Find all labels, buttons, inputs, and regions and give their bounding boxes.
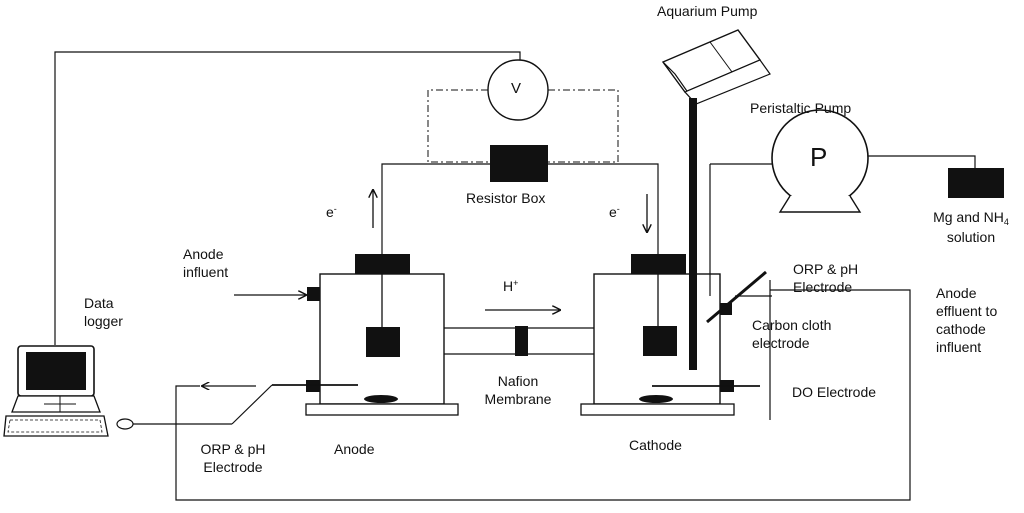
electron-symbol: e — [326, 204, 334, 220]
cathode-orp-port — [720, 303, 732, 315]
cathode-orp-ph-label: ORP & pH Electrode — [793, 260, 858, 296]
cathode-stir-bar — [639, 395, 673, 403]
anode-electrode — [366, 327, 400, 357]
anode-base — [305, 403, 459, 416]
anode-probe-port — [306, 380, 320, 392]
anode-orp-ph-label: ORP & pH Electrode — [190, 440, 276, 476]
anode-influent-line1: Anode — [183, 246, 224, 262]
proton-symbol: H — [503, 278, 514, 294]
mg-nh4-line1: Mg and NH4 — [922, 208, 1020, 228]
resistor-circuit-wire — [381, 163, 659, 254]
anode-inlet-port — [307, 287, 320, 301]
mg-nh4-formula: Mg and NH — [933, 209, 1004, 225]
nafion-membrane — [515, 326, 528, 356]
anode-label: Anode — [334, 441, 375, 457]
cathode-orp-ph-line1: ORP & pH — [793, 261, 859, 277]
carbon-cloth-line1: Carbon cloth — [752, 317, 832, 333]
mg-nh4-subscript: 4 — [1003, 217, 1009, 227]
peristaltic-pump-stand — [778, 195, 862, 213]
cathode-orp-ph-line2: Electrode — [793, 279, 853, 295]
electron-symbol: e — [609, 204, 617, 220]
electron-label-right: e- — [609, 203, 620, 221]
voltmeter-circle — [487, 59, 549, 121]
carbon-cloth-label: Carbon cloth electrode — [752, 316, 831, 352]
aquarium-pump-label: Aquarium Pump — [657, 3, 758, 19]
peristaltic-supply-line — [868, 155, 976, 168]
cathode-orp-probe — [706, 270, 767, 324]
mg-nh4-line2: solution — [946, 229, 996, 245]
anode-orp-ph-line1: ORP & pH — [200, 441, 266, 457]
anode-effluent-label: Anode effluent to cathode influent — [936, 284, 997, 356]
anode-lid — [355, 254, 410, 274]
nafion-line1: Nafion — [497, 373, 539, 389]
cathode-label: Cathode — [629, 437, 682, 453]
electron-label-left: e- — [326, 203, 337, 221]
anode-effluent-line2: effluent to — [936, 303, 998, 319]
resistor-box — [490, 145, 548, 182]
nafion-line2: Membrane — [484, 391, 552, 407]
proton-label: H+ — [503, 277, 518, 295]
cathode-base — [580, 403, 735, 416]
recirculation-loop — [175, 289, 911, 501]
proton-charge: + — [513, 278, 519, 288]
data-logger-line2: logger — [84, 313, 123, 329]
mg-nh4-solution-container — [948, 168, 1004, 198]
data-logger-wire — [54, 51, 521, 345]
aquarium-pump — [661, 29, 771, 105]
peristaltic-pump-label: Peristaltic Pump — [750, 100, 852, 116]
anode-influent-label: Anode influent — [183, 245, 228, 281]
peristaltic-pump-symbol: P — [810, 142, 828, 172]
resistor-box-label: Resistor Box — [466, 190, 546, 206]
anode-influent-line2: influent — [183, 264, 229, 280]
voltmeter-symbol: V — [511, 80, 522, 97]
cathode-electrode — [643, 326, 677, 356]
anode-effluent-line4: influent — [936, 339, 982, 355]
anode-effluent-line1: Anode — [936, 285, 977, 301]
voltmeter-circuit — [427, 89, 619, 163]
anode-orp-cable — [231, 384, 273, 425]
data-logger-line1: Data — [84, 295, 114, 311]
computer-data-logger — [3, 345, 134, 437]
electron-charge: - — [333, 204, 337, 214]
do-electrode-label: DO Electrode — [792, 384, 877, 400]
aquarium-air-tube — [689, 98, 697, 370]
cathode-lid — [631, 254, 686, 274]
anode-effluent-line3: cathode — [936, 321, 986, 337]
carbon-cloth-line2: electrode — [752, 335, 810, 351]
anode-orp-ph-line2: Electrode — [203, 459, 263, 475]
electron-charge: - — [616, 204, 620, 214]
data-logger-label: Data logger — [84, 294, 123, 330]
anode-stir-bar — [364, 395, 398, 403]
